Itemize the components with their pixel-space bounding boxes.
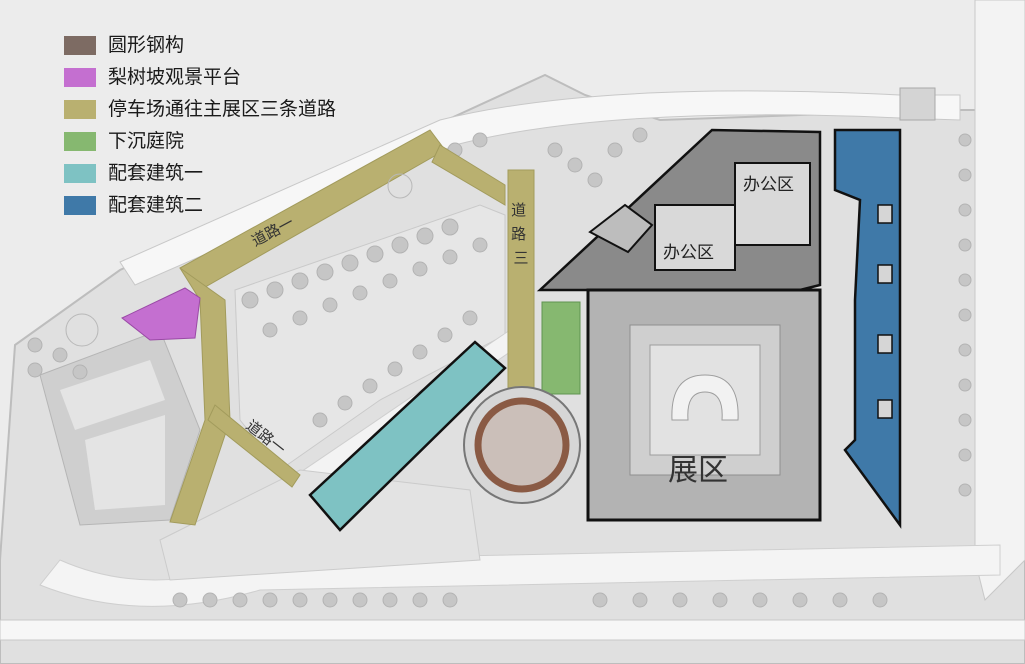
east-service-building — [899, 87, 936, 121]
office-wing-b — [654, 204, 736, 271]
road-one-branch-east — [431, 144, 506, 206]
circular-steel-ring — [474, 397, 570, 493]
exhibition-arch-feature — [671, 374, 739, 421]
legend-item-building-two: 配套建筑二 — [64, 194, 336, 217]
building-two-notches — [877, 204, 893, 419]
north-road — [119, 90, 961, 286]
sunken-courtyard — [541, 301, 581, 395]
road-three-label: 道 路 三 — [511, 201, 531, 267]
supporting-building-two — [833, 128, 902, 529]
road-one-vertical — [169, 267, 231, 526]
viewing-platform-swatch-icon — [64, 68, 96, 87]
central-lawn — [234, 204, 506, 471]
courtyard-swatch-icon — [64, 132, 96, 151]
perimeter-road — [0, 619, 1025, 641]
legend-label: 停车场通往主展区三条道路 — [108, 98, 337, 120]
legend-label: 配套建筑一 — [108, 162, 204, 184]
exhibition-atrium — [649, 344, 761, 456]
road-three-char-3: 三 — [513, 249, 528, 267]
legend-label: 下沉庭院 — [108, 130, 185, 152]
building-two-swatch-icon — [64, 196, 96, 215]
east-road — [974, 0, 1025, 601]
office-zone-label-a: 办公区 — [743, 175, 794, 195]
office-zone-label-b: 办公区 — [663, 243, 714, 263]
building-one-swatch-icon — [64, 164, 96, 183]
legend-item-roads: 停车场通往主展区三条道路 — [64, 98, 336, 121]
northwest-plaza — [65, 173, 413, 347]
legend-item-sunken-courtyard: 下沉庭院 — [64, 130, 336, 153]
legend-label: 配套建筑二 — [108, 194, 204, 216]
circle-steel-swatch-icon — [64, 36, 96, 55]
legend-label: 圆形钢构 — [108, 34, 185, 56]
road-one-lower-branch — [207, 404, 301, 488]
road-three-char-2: 路 — [511, 225, 526, 243]
road-swatch-icon — [64, 100, 96, 119]
legend-item-circular-steel: 圆形钢构 — [64, 34, 336, 57]
pear-slope-viewing-platform — [121, 287, 201, 341]
road-three — [507, 169, 535, 396]
legend-label: 梨树坡观景平台 — [108, 66, 242, 88]
office-link — [588, 203, 654, 254]
southwest-lawn — [159, 469, 481, 581]
supporting-building-one — [308, 340, 507, 532]
road-three-char-1: 道 — [511, 201, 526, 219]
tree-rows — [27, 127, 972, 608]
exhibition-zone-label: 展区 — [668, 453, 728, 488]
map-legend: 圆形钢构 梨树坡观景平台 停车场通往主展区三条道路 下沉庭院 配套建筑一 配套建… — [64, 34, 336, 217]
legend-item-building-one: 配套建筑一 — [64, 162, 336, 185]
legend-item-viewing-platform: 梨树坡观景平台 — [64, 66, 336, 89]
